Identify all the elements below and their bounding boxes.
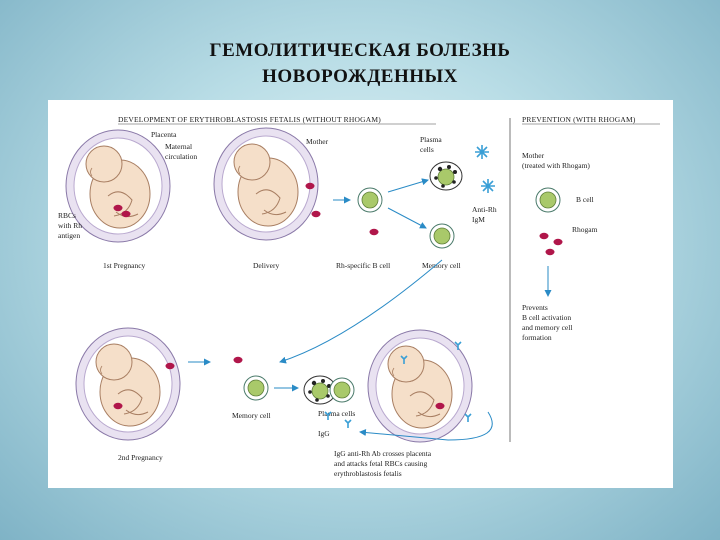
label-memory-cell-and: and memory cell [522, 323, 572, 332]
igm-antibody [481, 179, 495, 193]
fetal-rbc [114, 205, 123, 211]
label-second-pregnancy: 2nd Pregnancy [118, 453, 163, 462]
label-rhogam: Rhogam [572, 225, 598, 234]
label-treated-with-rhogam: (treated with Rhogam) [522, 161, 590, 170]
caption-line-3: erythroblastosis fetalis [334, 469, 402, 478]
fetal-rbc [122, 211, 131, 217]
caption-line-2: and attacks fetal RBCs causing [334, 459, 428, 468]
label-mother-rhogam: Mother [522, 151, 545, 160]
attacked-fetus [368, 330, 472, 442]
label-mother: Mother [306, 137, 329, 146]
slide-title: ГЕМОЛИТИЧЕСКАЯ БОЛЕЗНЬ НОВОРОЖДЕННЫХ [0, 38, 720, 90]
igg-antibody [465, 414, 471, 422]
label-antigen: antigen [58, 231, 80, 240]
caption-line-1: IgG anti-Rh Ab crosses placenta [334, 449, 432, 458]
fetal-rbc [114, 403, 123, 409]
label-plasma: Plasma [420, 135, 442, 144]
label-formation: formation [522, 333, 552, 342]
maternal-rbc [306, 183, 315, 189]
label-placenta: Placenta [151, 130, 177, 139]
delivery-fetus [214, 128, 318, 240]
rh-rbc [234, 357, 243, 363]
igm-antibody [475, 145, 489, 159]
label-memory-cell-top: Memory cell [422, 261, 461, 270]
arrow [388, 208, 426, 228]
fetal-rbc [436, 403, 445, 409]
maternal-rbc [312, 211, 321, 217]
slide-title-line-2: НОВОРОЖДЕННЫХ [0, 64, 720, 90]
plasma-cell [430, 162, 462, 190]
label-rbcs: RBCs [58, 211, 76, 220]
arrow [388, 180, 428, 192]
label-igg: IgG [318, 429, 330, 438]
label-circulation: circulation [165, 152, 197, 161]
label-rh-specific-b-cell: Rh-specific B cell [336, 261, 390, 270]
erythroblastosis-diagram: DEVELOPMENT OF ERYTHROBLASTOSIS FETALIS … [48, 100, 673, 488]
rhogam-bound-rbc [554, 239, 563, 245]
label-delivery: Delivery [253, 261, 279, 270]
label-cells: cells [420, 145, 434, 154]
label-maternal: Maternal [165, 142, 192, 151]
header-right: PREVENTION (WITH RHOGAM) [522, 115, 636, 124]
slide-title-line-1: ГЕМОЛИТИЧЕСКАЯ БОЛЕЗНЬ [0, 38, 720, 64]
igg-antibody [345, 420, 351, 428]
rhogam-bound-rbc [546, 249, 555, 255]
label-anti-rh: Anti-Rh [472, 205, 497, 214]
label-b-cell-activation: B cell activation [522, 313, 571, 322]
label-prevents: Prevents [522, 303, 548, 312]
header-left: DEVELOPMENT OF ERYTHROBLASTOSIS FETALIS … [118, 115, 381, 124]
label-first-pregnancy: 1st Pregnancy [103, 261, 146, 270]
fetal-rbc [166, 363, 175, 369]
label-memory-cell-bottom: Memory cell [232, 411, 271, 420]
rhogam-bound-rbc [540, 233, 549, 239]
memory-cell [430, 224, 454, 248]
rh-specific-b-cell [358, 188, 382, 212]
memory-cell [244, 376, 268, 400]
label-igm: IgM [472, 215, 485, 224]
plasma-cell [330, 378, 354, 402]
b-cell [536, 188, 560, 212]
label-b-cell: B cell [576, 195, 594, 204]
label-plasma-cells: Plasma cells [318, 409, 355, 418]
second-pregnancy-fetus [76, 328, 180, 440]
label-with-rh: with Rh [58, 221, 82, 230]
rh-rbc [370, 229, 379, 235]
diagram-panel: DEVELOPMENT OF ERYTHROBLASTOSIS FETALIS … [48, 100, 673, 488]
